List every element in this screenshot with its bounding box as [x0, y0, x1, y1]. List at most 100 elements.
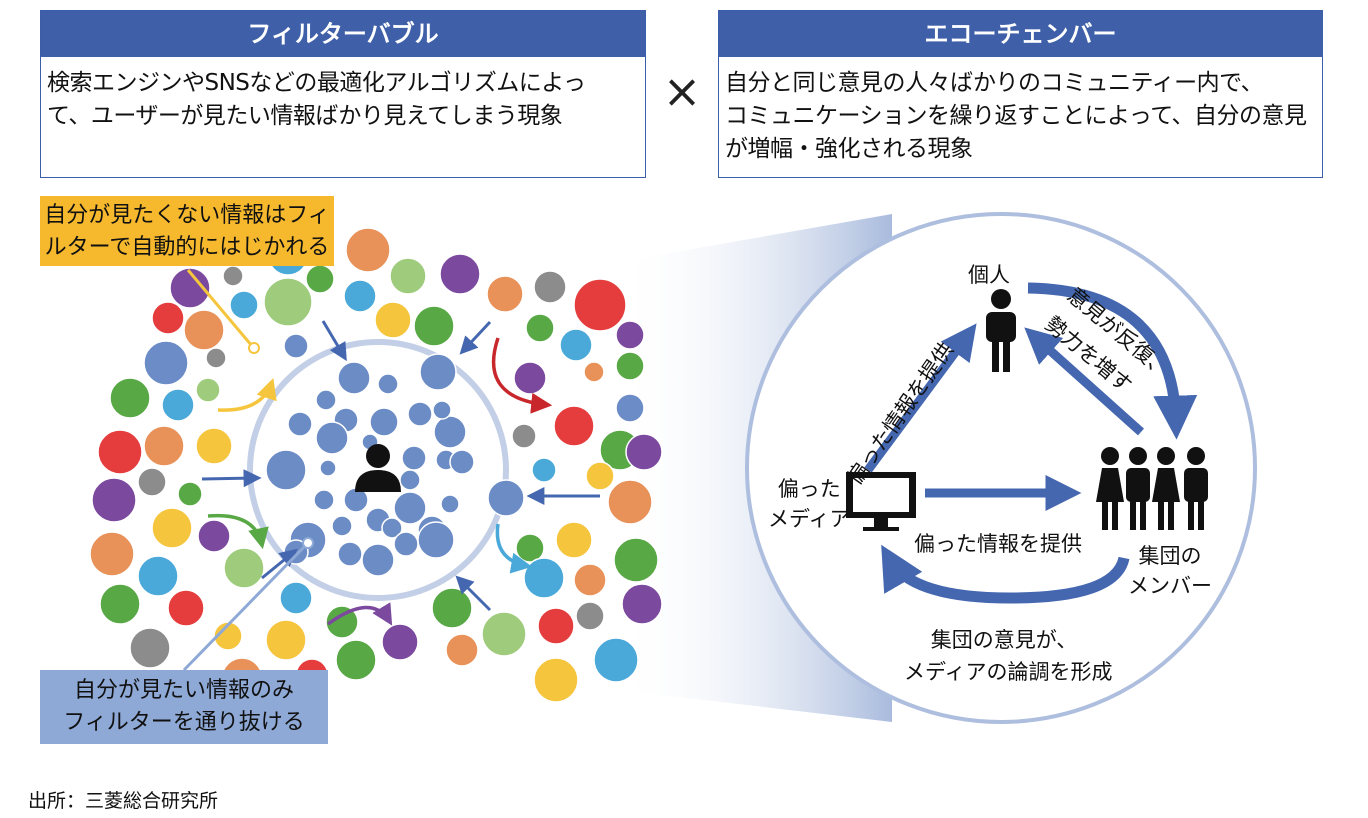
outer-dot [213, 621, 243, 651]
incoming-arrows [201, 320, 600, 612]
inner-dot [287, 411, 313, 437]
inner-dot [393, 531, 419, 557]
outer-dot [486, 275, 524, 313]
outer-dot [575, 601, 605, 631]
inner-dot [399, 469, 421, 491]
inner-dot [440, 494, 460, 514]
rejected-info-callout: 自分が見たくない情報はフィ ルターで自動的にはじかれる [40, 196, 334, 266]
inner-dot [381, 517, 403, 539]
filter-bubble-desc-line2: て、ユーザーが見たい情報ばかり見えてしまう現象 [47, 103, 563, 129]
inner-dot [319, 459, 337, 477]
outer-dot [607, 479, 653, 525]
outer-dot [523, 557, 565, 599]
outer-dot [109, 377, 151, 419]
inner-dot [449, 449, 475, 475]
outer-dot [511, 423, 537, 449]
outer-dot [389, 257, 427, 295]
inner-dot [377, 373, 399, 395]
outer-dot [413, 305, 455, 347]
label-group-members-line1: 集団の [1138, 544, 1202, 568]
outer-dot [533, 657, 579, 703]
outer-dot [343, 279, 377, 313]
outer-dot [222, 265, 244, 287]
label-individual: 個人 [968, 263, 1010, 287]
outer-dot [615, 351, 645, 381]
outer-dot [585, 461, 615, 491]
filter-bubble-title: フィルターバブル [41, 11, 645, 57]
rejected-pointer-dot [248, 342, 260, 354]
outer-dot [151, 507, 193, 549]
inner-dot [401, 445, 427, 471]
echo-chamber-box: エコーチェンバー 自分と同じ意見の人々ばかりのコミュニティー内で、 コミュニケー… [718, 10, 1323, 178]
outer-dot [205, 347, 227, 369]
echo-arrows [864, 282, 1198, 604]
inner-dot [432, 400, 452, 420]
outer-dot [439, 253, 481, 295]
outer-dot [531, 457, 557, 483]
echo-chamber-desc-line1: 自分と同じ意見の人々ばかりのコミュニティー内で、 [725, 70, 1264, 96]
inner-dot [433, 415, 467, 449]
outer-dot [345, 227, 391, 273]
outer-dot [137, 467, 167, 497]
outer-dot [129, 627, 171, 669]
outer-dot [525, 313, 555, 343]
passed-pointer [182, 543, 308, 672]
outer-dot [91, 477, 137, 523]
outer-dot [177, 481, 203, 507]
outer-dot [615, 393, 645, 423]
outer-dot [555, 521, 593, 559]
outer-dot [381, 623, 419, 661]
inner-dot [331, 515, 353, 537]
group-members-icon [1096, 447, 1208, 530]
outer-dot [265, 619, 307, 661]
inner-dot [315, 421, 349, 455]
inner-dot [487, 479, 525, 517]
outer-dot [573, 278, 627, 332]
outer-dot [89, 531, 135, 577]
label-biased-media-line1: 偏った [777, 477, 841, 501]
outer-dot [553, 405, 595, 447]
monitor-icon [846, 472, 916, 531]
outer-dot [335, 639, 377, 681]
outer-dot [533, 270, 567, 304]
label-group-members: 集団の メンバー [1128, 541, 1212, 601]
outer-dot [195, 377, 221, 403]
inner-dot [337, 541, 363, 567]
outer-dot [223, 547, 265, 589]
rejected-callout-line2: ルターで自動的にはじかれる [44, 235, 330, 260]
inner-dot [369, 407, 399, 437]
outer-dot [151, 301, 185, 335]
outer-dot [625, 433, 663, 471]
outer-dot [229, 290, 259, 320]
rejected-pointer [186, 269, 254, 347]
outer-dot [99, 583, 141, 625]
label-group-opinion: 集団の意見が、 メディアの論調を形成 [904, 624, 1113, 688]
individual-person-icon [986, 289, 1016, 372]
inner-dot [337, 361, 371, 395]
echo-chamber-circle [745, 212, 1257, 724]
outer-dot [583, 361, 605, 383]
outer-dot [559, 328, 593, 362]
outer-dot [137, 555, 179, 597]
outer-dot [183, 309, 225, 351]
label-biased-info-bottom: 偏った情報を提供 [914, 532, 1082, 556]
filter-bubble-box: フィルターバブル 検索エンジンやSNSなどの最適化アルゴリズムによっ て、ユーザ… [40, 10, 646, 178]
outer-dots [89, 227, 663, 703]
outer-dot [374, 301, 412, 339]
outer-dot [279, 581, 313, 615]
outer-dot [97, 429, 143, 475]
outer-dot [195, 427, 233, 465]
inner-dot [417, 521, 455, 559]
echo-chamber-title: エコーチェンバー [719, 11, 1322, 57]
outer-dot [445, 633, 479, 667]
outer-dot [431, 587, 473, 629]
outer-dot [143, 425, 185, 467]
inner-dot [265, 449, 307, 491]
times-symbol: × [662, 64, 702, 118]
outer-dot [169, 267, 211, 309]
outer-dot [513, 361, 547, 395]
deflected-arrows [207, 337, 553, 626]
label-group-members-line2: メンバー [1128, 574, 1212, 598]
passed-info-callout: 自分が見たい情報のみ フィルターを通り抜ける [40, 670, 328, 744]
